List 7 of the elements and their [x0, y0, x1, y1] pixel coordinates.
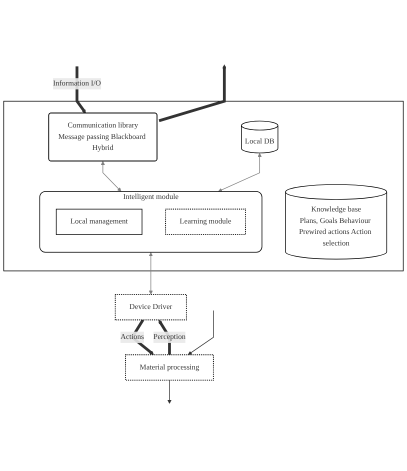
arrow: [218, 153, 262, 192]
arrow: [100, 161, 122, 192]
cluster: [3, 101, 404, 272]
arrow: [158, 64, 226, 123]
arrow: [167, 380, 172, 404]
arrow: [188, 310, 214, 356]
arrow: [148, 252, 153, 296]
